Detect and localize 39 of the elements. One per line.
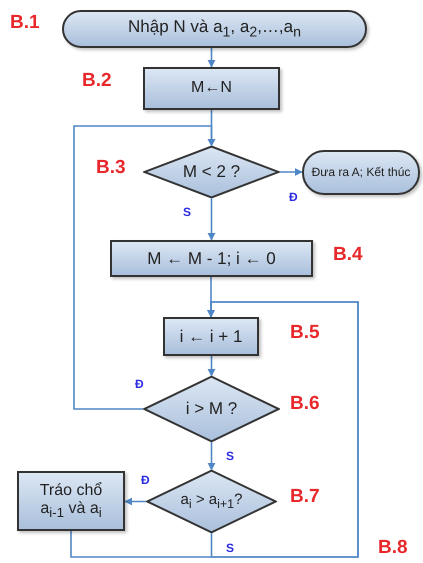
connector-arrow	[208, 442, 216, 471]
step-label: B.8	[378, 537, 408, 559]
connector-arrow	[70, 301, 359, 558]
node-text: M < 2 ?	[182, 162, 242, 182]
connector-arrow	[73, 125, 216, 410]
process-box	[110, 240, 313, 277]
step-label: B.5	[290, 322, 320, 344]
edge-label: Đ	[140, 473, 151, 487]
process-box	[143, 67, 280, 110]
edge-label: S	[225, 541, 236, 555]
step-label: B.1	[10, 12, 40, 34]
edge-label: Đ	[134, 377, 145, 391]
node-text: a$_{i}$ > a$_{i+1}$?	[180, 491, 244, 512]
edge-label: Đ	[288, 190, 299, 204]
decision-diamond	[143, 376, 280, 442]
connector-arrow	[280, 168, 303, 176]
node-text: i > M ?	[184, 399, 238, 419]
step-label: B.2	[82, 70, 112, 92]
step-label: B.4	[333, 244, 363, 266]
terminal-box	[302, 150, 420, 195]
node-text: i ← i + 1	[178, 326, 244, 346]
node-text: M ← M - 1; i ← 0	[146, 248, 277, 268]
connector-arrow	[208, 198, 216, 241]
connector-arrow	[124, 498, 146, 506]
node-text: M←N	[190, 79, 233, 98]
step-label: B.3	[96, 157, 126, 179]
process-box	[17, 471, 125, 531]
node-text: Đưa ra A; Kết thúc	[310, 166, 412, 180]
connector-arrow	[208, 356, 216, 377]
terminal-box	[62, 10, 367, 48]
edge-label: S	[182, 205, 192, 219]
node-text: Nhập N và a$_{1}$, a$_{2}$,…,a$_{n}$	[127, 17, 302, 41]
node-text: Tráo chổ a$_{i-1}$ và a$_{i}$	[38, 482, 104, 520]
connector-arrow	[208, 48, 216, 68]
process-box	[163, 317, 259, 356]
edge-label: S	[225, 449, 236, 463]
step-label: B.7	[290, 486, 320, 508]
step-label: B.6	[290, 393, 320, 415]
decision-diamond	[143, 146, 280, 198]
